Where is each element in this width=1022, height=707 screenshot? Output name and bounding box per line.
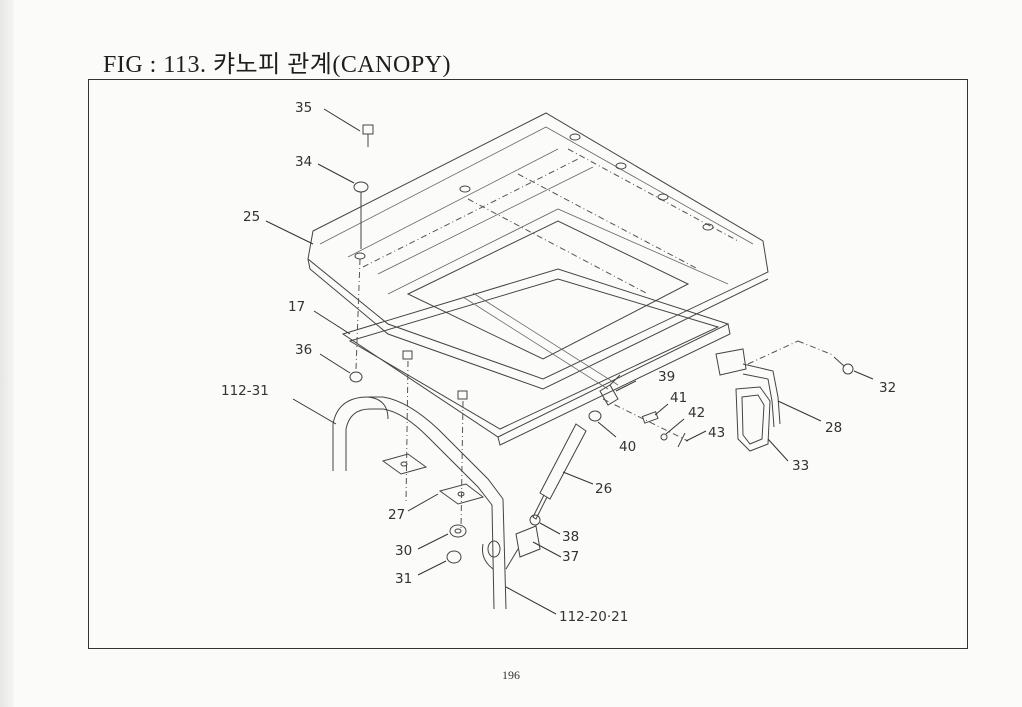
lower-bracket-part-37 <box>487 525 541 570</box>
scan-edge-shading <box>0 0 14 707</box>
callout-33: 33 <box>792 458 809 474</box>
washer-part-34 <box>353 181 369 249</box>
callout-32: 32 <box>879 380 896 396</box>
nut-part-31 <box>446 550 462 564</box>
ball-joint-part-40 <box>588 410 602 422</box>
callout-36: 36 <box>295 342 312 358</box>
canopy-roof-part-25 <box>307 112 769 390</box>
light-bracket-part-28 <box>715 348 781 428</box>
callout-27: 27 <box>388 507 405 523</box>
callout-42: 42 <box>688 405 705 421</box>
rops-frame <box>332 396 507 610</box>
callout-30: 30 <box>395 543 412 559</box>
callout-39: 39 <box>658 369 675 385</box>
lamp-bolt-axis-line <box>797 340 834 356</box>
callout-37: 37 <box>562 549 579 565</box>
figure-title: FIG : 113. 캬노피 관계(CANOPY) <box>103 52 452 78</box>
frame-mounting-studs <box>402 350 468 530</box>
callout-41: 41 <box>670 390 687 406</box>
callout-17: 17 <box>288 299 305 315</box>
pin-part-43 <box>677 432 686 448</box>
bolt-part-32 <box>833 356 854 375</box>
gas-strut-part-26 <box>532 423 587 520</box>
bracket-plate-part-27 <box>381 453 485 505</box>
figure-frame <box>88 79 968 649</box>
washer-part-42 <box>660 433 668 441</box>
work-lamp-part-33 <box>735 386 771 452</box>
bolt-part-35 <box>362 124 374 147</box>
callout-28: 28 <box>825 420 842 436</box>
leader-lines <box>265 108 874 615</box>
hardware-axis-line <box>602 398 689 442</box>
callout-26: 26 <box>595 481 612 497</box>
callout-40: 40 <box>619 439 636 455</box>
exploded-parts-diagram: 35 34 25 17 36 112-31 27 30 31 112-20·21… <box>221 100 896 625</box>
callout-43: 43 <box>708 425 725 441</box>
canopy-window-frame-part-17 <box>341 268 731 446</box>
callout-35: 35 <box>295 100 312 116</box>
lamp-axis-line <box>747 340 799 365</box>
callout-labels: 35 34 25 17 36 112-31 27 30 31 112-20·21… <box>221 100 896 625</box>
callout-34: 34 <box>295 154 312 170</box>
ball-joint-part-38 <box>529 514 541 526</box>
page-number: 196 <box>502 668 520 682</box>
callout-38: 38 <box>562 529 579 545</box>
callout-112-20-21: 112-20·21 <box>559 609 628 625</box>
stud-part-41 <box>641 411 659 424</box>
bolt-axis-line <box>355 258 361 370</box>
callout-112-31: 112-31 <box>221 383 269 399</box>
washer-part-30 <box>449 524 467 538</box>
callout-25: 25 <box>243 209 260 225</box>
callout-31: 31 <box>395 571 412 587</box>
nut-part-36 <box>349 371 363 383</box>
